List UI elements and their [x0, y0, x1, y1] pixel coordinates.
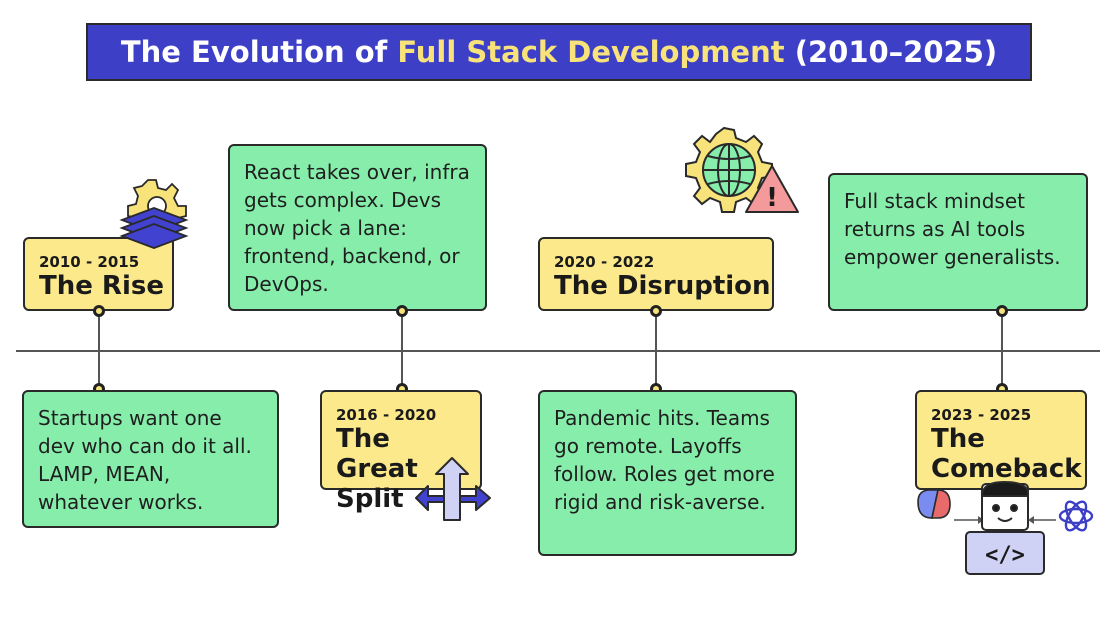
title-part1: The Evolution of — [120, 35, 398, 69]
milestone-rise-description: Startups want one dev who can do it all.… — [22, 390, 279, 528]
gear-layers-icon — [119, 179, 189, 249]
title-highlight: Full Stack Development — [397, 35, 785, 69]
milestone-split-description: React takes over, infra gets complex. De… — [228, 144, 487, 311]
milestone-disruption-period: 2020 - 2022 — [554, 253, 655, 271]
milestone-comeback-description: Full stack mindset returns as AI tools e… — [828, 173, 1088, 311]
milestone-rise-dot-top — [93, 305, 105, 317]
milestone-comeback-dot-top — [996, 305, 1008, 317]
ai-logo-right-icon — [1058, 500, 1094, 532]
milestone-split-dot-top — [396, 305, 408, 317]
milestone-rise-period: 2010 - 2015 — [39, 253, 140, 271]
milestone-disruption-stem — [655, 311, 657, 389]
milestone-rise-stage: The Rise — [39, 271, 164, 301]
developer-ai-icon: </> — [917, 480, 1094, 575]
code-symbol: </> — [985, 543, 1025, 568]
globe-gear-warning-icon: ! — [685, 126, 799, 213]
milestone-split-period: 2016 - 2020 — [336, 406, 437, 424]
milestone-comeback-label: 2023 - 2025 The Comeback — [915, 390, 1087, 490]
warning-symbol: ! — [766, 183, 778, 213]
milestone-split-stage: The Great Split — [336, 424, 418, 514]
timeline-axis — [16, 350, 1100, 352]
milestone-disruption-description: Pandemic hits. Teams go remote. Layoffs … — [538, 390, 797, 556]
milestone-disruption-stage: The Disruption — [554, 271, 771, 301]
milestone-rise-stem — [98, 311, 100, 389]
ai-logo-left-icon — [917, 489, 951, 519]
milestone-comeback-stem — [1001, 311, 1003, 389]
milestone-split-stem — [401, 311, 403, 389]
milestone-rise-label: 2010 - 2015 The Rise — [23, 237, 174, 311]
milestone-comeback-stage: The Comeback — [931, 424, 1082, 484]
page-title: The Evolution of Full Stack Development … — [86, 23, 1032, 81]
title-part2: (2010–2025) — [784, 35, 998, 69]
milestone-comeback-period: 2023 - 2025 — [931, 406, 1032, 424]
milestone-disruption-label: 2020 - 2022 The Disruption — [538, 237, 774, 311]
split-arrows-icon — [415, 457, 491, 521]
milestone-disruption-dot-top — [650, 305, 662, 317]
